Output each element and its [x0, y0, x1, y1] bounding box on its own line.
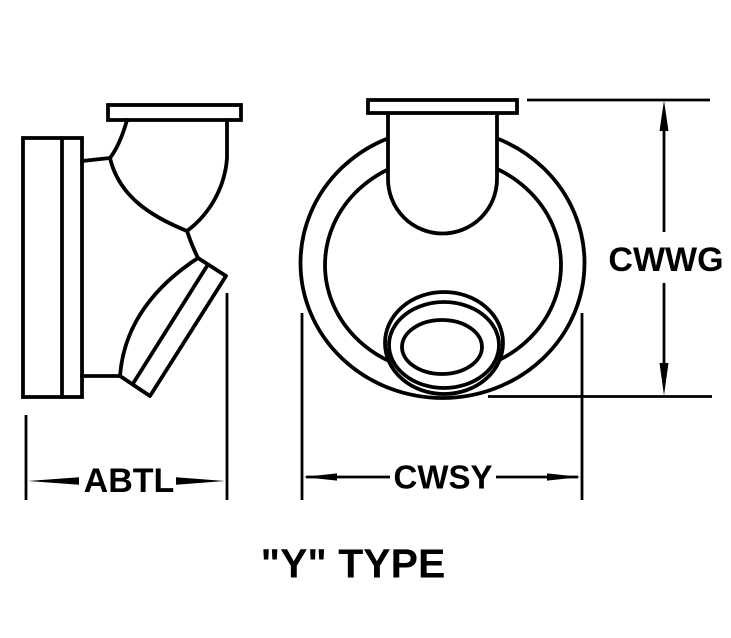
side-top-flange [106, 103, 243, 122]
cwwg-arrow-up-icon [659, 100, 669, 131]
cwwg-dimension-label: CWWG [608, 241, 724, 279]
side-crotch-connector [185, 229, 200, 260]
abtl-dimension-label: ABTL [83, 462, 175, 500]
abtl-arrow-right-icon [176, 477, 225, 485]
cwwg-arrow-down-icon [659, 363, 669, 396]
side-body-left-outline [108, 156, 189, 233]
drawing-title: "Y" TYPE [260, 540, 446, 587]
abtl-arrow-left-icon [28, 477, 79, 485]
front-outlet-rim-inner [387, 300, 501, 390]
front-top-neck [386, 113, 499, 236]
front-top-flange [366, 98, 519, 115]
cwsy-dimension [300, 313, 584, 500]
dimension-annotations [24, 98, 712, 500]
side-branch-face-inner-line [132, 264, 209, 384]
side-body-upper-left-outline [80, 118, 129, 163]
abtl-dimension [24, 293, 229, 500]
front-view [298, 98, 587, 400]
side-branch-silhouette [118, 256, 200, 378]
front-outlet-bore [400, 318, 484, 376]
side-branch-end-face [118, 256, 228, 398]
side-body-right-outline [185, 118, 229, 233]
side-view [21, 103, 243, 399]
cwsy-arrow-right-icon [547, 473, 581, 481]
cwsy-arrow-left-icon [303, 473, 337, 481]
cwwg-dimension [488, 98, 712, 398]
cwsy-dimension-label: CWSY [393, 458, 493, 496]
side-inlet-flange [21, 136, 84, 399]
